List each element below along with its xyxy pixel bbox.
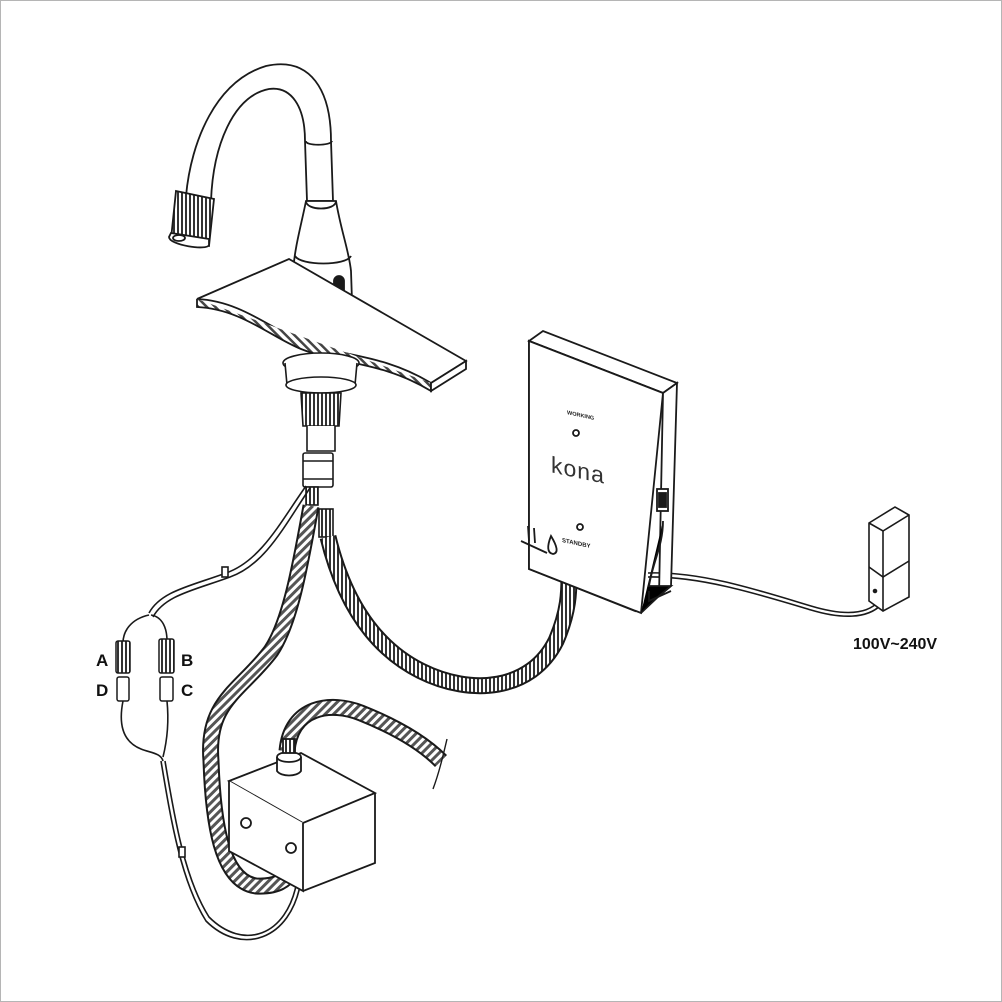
connector-label-c: C bbox=[181, 681, 194, 700]
connector-label-d: D bbox=[96, 681, 109, 700]
solenoid-valve bbox=[226, 738, 378, 893]
control-box bbox=[520, 329, 679, 615]
voltage-label: 100V~240V bbox=[853, 636, 938, 653]
power-cable bbox=[647, 572, 882, 618]
sensor-cable bbox=[120, 485, 311, 941]
faucet-spout bbox=[168, 63, 334, 249]
braided-hose-left bbox=[202, 504, 320, 895]
connector-pair bbox=[115, 638, 175, 702]
deck-plate bbox=[196, 257, 468, 393]
mounting-shank bbox=[282, 352, 360, 538]
braided-hose-valve-inlet bbox=[278, 698, 448, 790]
power-adapter bbox=[868, 506, 910, 612]
connector-label-b: B bbox=[181, 651, 194, 670]
braided-hose-right bbox=[319, 534, 578, 695]
connector-label-a: A bbox=[96, 651, 109, 670]
